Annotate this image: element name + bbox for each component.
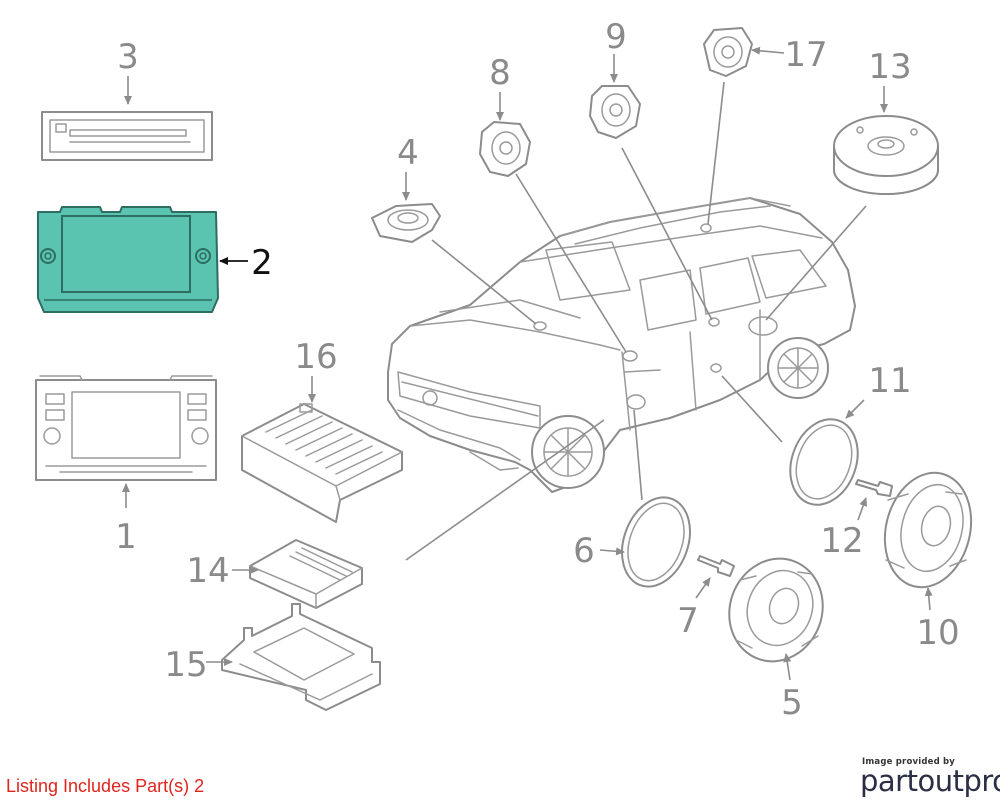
part-1-radio-unit[interactable] bbox=[35, 375, 217, 481]
callout-labels: 1 2 3 4 5 6 7 8 9 10 11 12 13 14 15 16 1… bbox=[115, 17, 959, 723]
part-2-screen bbox=[61, 215, 191, 293]
callout-1: 1 bbox=[115, 517, 137, 557]
callout-arrows bbox=[122, 46, 933, 681]
part-13-subwoofer[interactable] bbox=[833, 115, 939, 195]
callout-5: 5 bbox=[781, 683, 803, 723]
callout-10: 10 bbox=[916, 613, 959, 653]
part-6-ring[interactable] bbox=[610, 488, 702, 596]
part-5-speaker[interactable] bbox=[715, 545, 837, 674]
callout-13: 13 bbox=[868, 47, 911, 87]
part-14-control-module[interactable] bbox=[249, 539, 363, 609]
part-16-amplifier[interactable] bbox=[241, 403, 403, 523]
callout-3: 3 bbox=[117, 37, 139, 77]
listing-parts-note: Listing Includes Part(s) 2 bbox=[6, 776, 205, 796]
part-2-knob-left bbox=[40, 248, 56, 264]
partoutpro-logo: partoutpro bbox=[860, 764, 1000, 798]
part-2-knob-right bbox=[195, 248, 211, 264]
part-17-tweeter[interactable] bbox=[703, 27, 753, 77]
callout-2: 2 bbox=[251, 243, 273, 283]
callout-17: 17 bbox=[784, 35, 827, 75]
callout-9: 9 bbox=[605, 17, 627, 57]
callout-8: 8 bbox=[489, 53, 511, 93]
part-4-tweeter[interactable] bbox=[371, 203, 441, 243]
part-3-cd-unit[interactable] bbox=[41, 111, 213, 161]
callout-4: 4 bbox=[397, 133, 419, 173]
part-11-ring[interactable] bbox=[779, 410, 869, 515]
part-10-speaker[interactable] bbox=[873, 464, 983, 597]
part-2-display-unit[interactable] bbox=[37, 206, 219, 313]
callout-14: 14 bbox=[186, 551, 229, 591]
image-credit-caption: Image provided by bbox=[862, 757, 956, 767]
part-9-tweeter[interactable] bbox=[589, 85, 641, 139]
part-7-screw[interactable] bbox=[697, 555, 735, 577]
part-8-tweeter[interactable] bbox=[479, 121, 531, 177]
location-leader-lines bbox=[405, 81, 867, 561]
callout-16: 16 bbox=[294, 337, 337, 377]
callout-11: 11 bbox=[868, 361, 911, 401]
callout-15: 15 bbox=[164, 645, 207, 685]
part-15-bracket[interactable] bbox=[221, 603, 381, 711]
callout-12: 12 bbox=[820, 521, 863, 561]
part-12-screw[interactable] bbox=[855, 479, 893, 497]
callout-6: 6 bbox=[573, 531, 595, 571]
callout-7: 7 bbox=[677, 601, 699, 641]
